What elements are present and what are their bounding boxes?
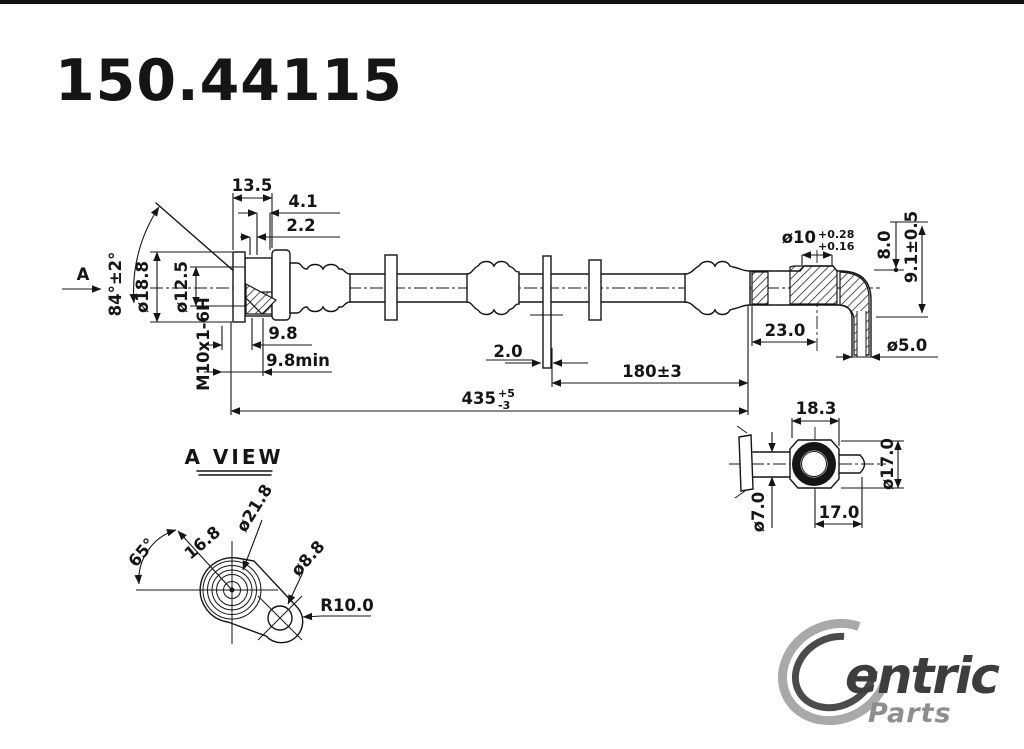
end-view: 18.3 ø7.0 ø17.0 17.0 xyxy=(729,399,904,532)
dim-label: ø7.0 xyxy=(749,492,768,533)
centric-logo: entric Parts xyxy=(777,618,1002,729)
bellows-group-1 xyxy=(289,262,351,314)
part-number: 150.44115 xyxy=(55,48,403,114)
main-view: A xyxy=(62,176,938,415)
nut-inner-circle xyxy=(801,451,827,477)
dim-label: 18.3 xyxy=(796,399,837,418)
dim-thread-label: M10x1-6H xyxy=(194,297,213,391)
dim-180: 180±3 xyxy=(551,306,749,387)
right-fitting xyxy=(749,265,872,358)
dim-tol-minus: +0.16 xyxy=(818,240,855,253)
logo-swoosh-inner xyxy=(791,632,879,712)
bore xyxy=(857,311,866,357)
dim-label: 65° xyxy=(124,534,159,570)
bracket-2 xyxy=(530,255,563,369)
dim-dia-17-0: ø17.0 xyxy=(841,438,904,490)
flare-seat-hatch xyxy=(245,283,277,315)
bellows-group-3 xyxy=(684,260,751,316)
dim-13-5: 13.5 xyxy=(232,176,273,250)
nut-ring xyxy=(792,442,836,486)
dim-8-0: 8.0 xyxy=(874,222,904,273)
dim-dia-7-0: ø7.0 xyxy=(749,432,776,533)
dim-9-8: 9.8 xyxy=(204,318,312,350)
dim-label: 2.2 xyxy=(286,216,315,235)
dim-r10-0: R10.0 xyxy=(302,596,374,621)
a-view: A VIEW 65° 16.8 ø21.8 ø8.8 xyxy=(124,445,374,644)
dim-tol-plus: +5 xyxy=(498,387,515,400)
dim-label: 180±3 xyxy=(622,362,682,381)
left-fitting xyxy=(155,202,291,323)
fitting-collar xyxy=(271,249,291,321)
dim-label: 17.0 xyxy=(819,503,860,522)
dim-17-0: 17.0 xyxy=(814,477,863,528)
bracket-1 xyxy=(384,254,398,321)
dim-tol-minus: -3 xyxy=(498,399,510,412)
dim-label: 13.5 xyxy=(232,176,273,195)
logo-brand-text: entric xyxy=(845,647,1000,705)
coil-circles xyxy=(202,560,262,620)
dim-label: 9.8 xyxy=(268,324,297,343)
dim-label: ø21.8 xyxy=(232,481,276,535)
dim-label: ø18.8 xyxy=(133,261,152,313)
bellows-group-2 xyxy=(466,260,520,316)
dim-label: ø5.0 xyxy=(887,336,928,355)
dim-dia-12-5: ø12.5 xyxy=(172,261,245,313)
dim-dia-10: ø10 +0.28 +0.16 xyxy=(782,228,855,265)
stem-left xyxy=(752,451,791,478)
dim-9-8min: 9.8min xyxy=(204,318,332,376)
mount-hole xyxy=(267,605,293,631)
dim-dia-18-8: ø18.8 xyxy=(133,251,232,323)
dim-label: 8.0 xyxy=(875,230,894,259)
dim-2-2: 2.2 xyxy=(240,216,340,255)
top-border xyxy=(0,0,1024,4)
view-a-arrow: A xyxy=(62,265,102,293)
dim-label: 4.1 xyxy=(288,192,317,211)
dim-label: ø10 xyxy=(782,228,816,247)
dim-2-0: 2.0 xyxy=(486,342,588,367)
dim-label: ø12.5 xyxy=(172,261,191,313)
logo-swoosh-outer xyxy=(777,618,893,726)
dim-label: ø17.0 xyxy=(878,438,897,490)
title-underline xyxy=(196,470,273,476)
mount-plate xyxy=(232,251,246,323)
flange xyxy=(738,434,754,492)
dim-435: 435 +5 -3 xyxy=(230,322,749,415)
dim-dia-21-8: ø21.8 xyxy=(232,481,276,571)
dim-label: 2.0 xyxy=(493,342,522,361)
stem-right xyxy=(838,454,866,474)
bracket-3 xyxy=(588,259,602,321)
bracket-outline xyxy=(199,556,304,644)
dim-23-0: 23.0 xyxy=(751,306,817,346)
dim-label: R10.0 xyxy=(320,596,373,615)
view-a-label: A xyxy=(77,265,90,284)
dim-label: 84°±2° xyxy=(106,252,125,317)
dim-18-3: 18.3 xyxy=(791,399,840,446)
dim-9-1: 9.1±0.5 xyxy=(876,211,928,318)
dim-dia-5-0: ø5.0 xyxy=(836,336,938,361)
dim-label: ø8.8 xyxy=(287,537,328,580)
dim-label: 23.0 xyxy=(765,321,806,340)
lobe-crosshair xyxy=(257,595,303,641)
dim-dia-8-8: ø8.8 xyxy=(287,537,329,605)
dim-tol-plus: +0.28 xyxy=(818,228,854,241)
dim-label: 9.8min xyxy=(266,351,330,370)
dim-label: 435 xyxy=(462,389,496,408)
dim-angle-65: 65° xyxy=(124,528,177,585)
a-view-title: A VIEW xyxy=(184,445,283,469)
dim-label: 9.1±0.5 xyxy=(902,211,921,283)
dim-angle-84: 84°±2° xyxy=(106,206,160,317)
logo-sub-text: Parts xyxy=(868,698,952,729)
